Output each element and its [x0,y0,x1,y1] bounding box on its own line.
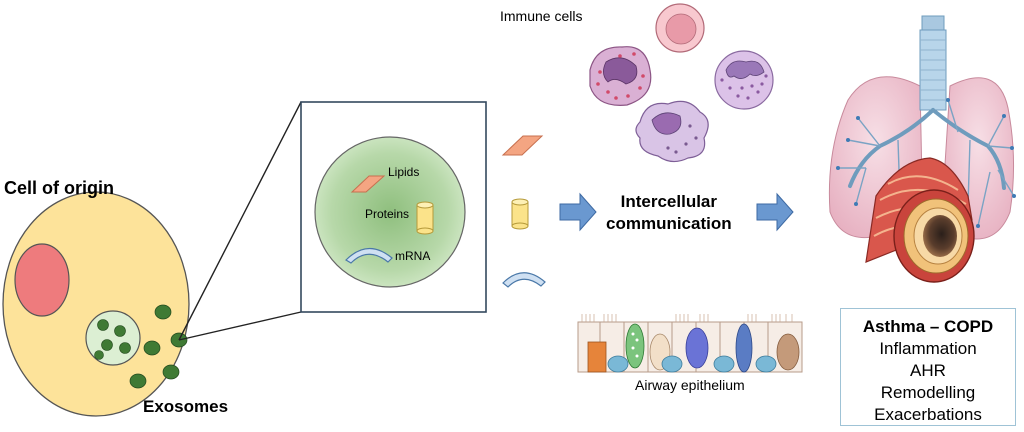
macrophage-icon [635,100,709,163]
eosinophil-icon [589,46,652,106]
lipid-icon [350,175,386,193]
lipid-released-icon [501,135,544,156]
cell-nucleus [14,243,70,317]
mrna-label: mRNA [395,249,431,263]
protein-released-icon [511,198,529,230]
exosome-enlarged [314,136,466,288]
cell-of-origin [2,191,190,417]
communication-line-1: Intercellular [620,192,717,211]
disease-item: Remodelling [880,383,976,402]
lymphocyte-icon [655,3,705,53]
disease-item: AHR [910,361,946,380]
cell-of-origin-label: Cell of origin [4,178,114,198]
neutrophil-icon [714,50,774,110]
airway-epithelium [577,314,803,373]
disease-item: Inflammation [879,339,977,358]
airway-epithelium-label: Airway epithelium [635,377,745,393]
proteins-label: Proteins [365,207,410,221]
arrow-right-icon [559,192,597,232]
disease-item: Exacerbations [874,405,982,424]
arrow-right-icon [756,192,794,232]
intercellular-communication-label: Intercellular communication [606,191,732,235]
exosomes-label: Exosomes [143,397,229,416]
lipids-label: Lipids [388,165,420,179]
communication-line-2: communication [606,214,732,233]
protein-icon [416,201,434,235]
immune-cells [589,3,774,163]
disease-title: Asthma – COPD [862,317,994,336]
immune-cells-label: Immune cells [500,8,583,24]
multivesicular-body [85,310,141,366]
mrna-icon [345,247,393,264]
zoom-lines [178,101,302,341]
disease-outcomes-box: Asthma – COPD Inflammation AHR Remodelli… [840,308,1016,426]
intraluminal-vesicles [94,319,131,360]
mrna-released-icon [502,272,546,288]
airway-cross-section [865,157,975,283]
